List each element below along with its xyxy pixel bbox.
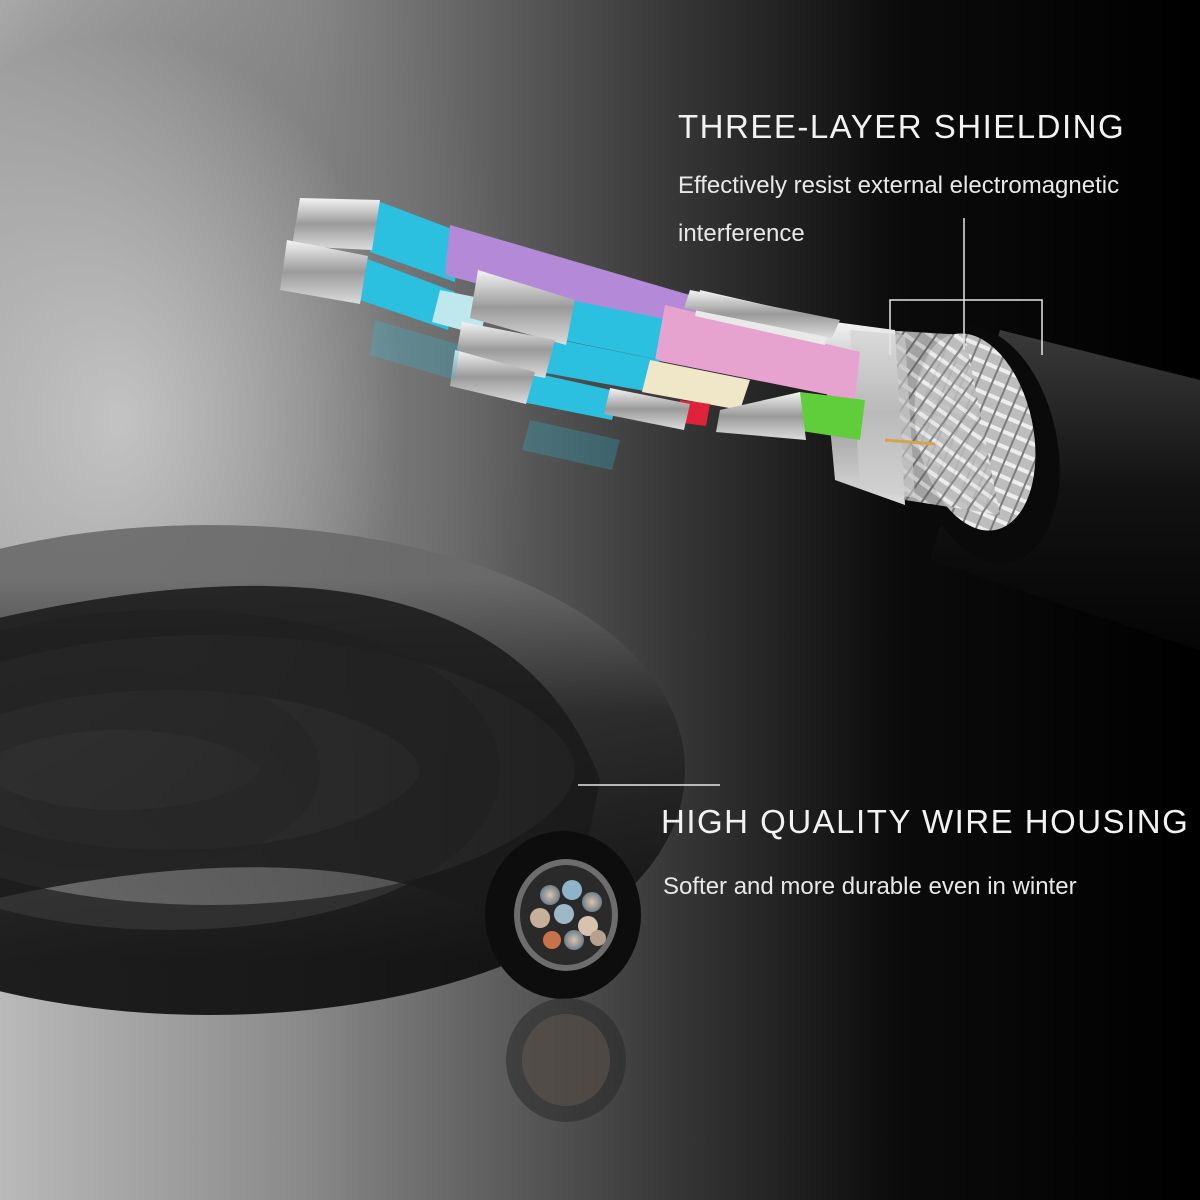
shielding-description-line-1: Effectively resist external electromagne… xyxy=(678,172,1120,199)
conductor-bundle xyxy=(360,200,865,440)
housing-description: Softer and more durable even in winter xyxy=(663,873,1077,900)
stripped-cable xyxy=(280,198,1200,650)
conductor-strands xyxy=(280,198,840,440)
coiled-cable xyxy=(0,525,685,1015)
housing-title: HIGH QUALITY WIRE HOUSING xyxy=(661,803,1190,840)
shielding-callout-bracket xyxy=(889,218,1043,355)
shielding-description-line-2: interference xyxy=(678,220,805,247)
shielding-title: THREE-LAYER SHIELDING xyxy=(678,108,1126,145)
cable-cross-section xyxy=(485,831,641,1122)
